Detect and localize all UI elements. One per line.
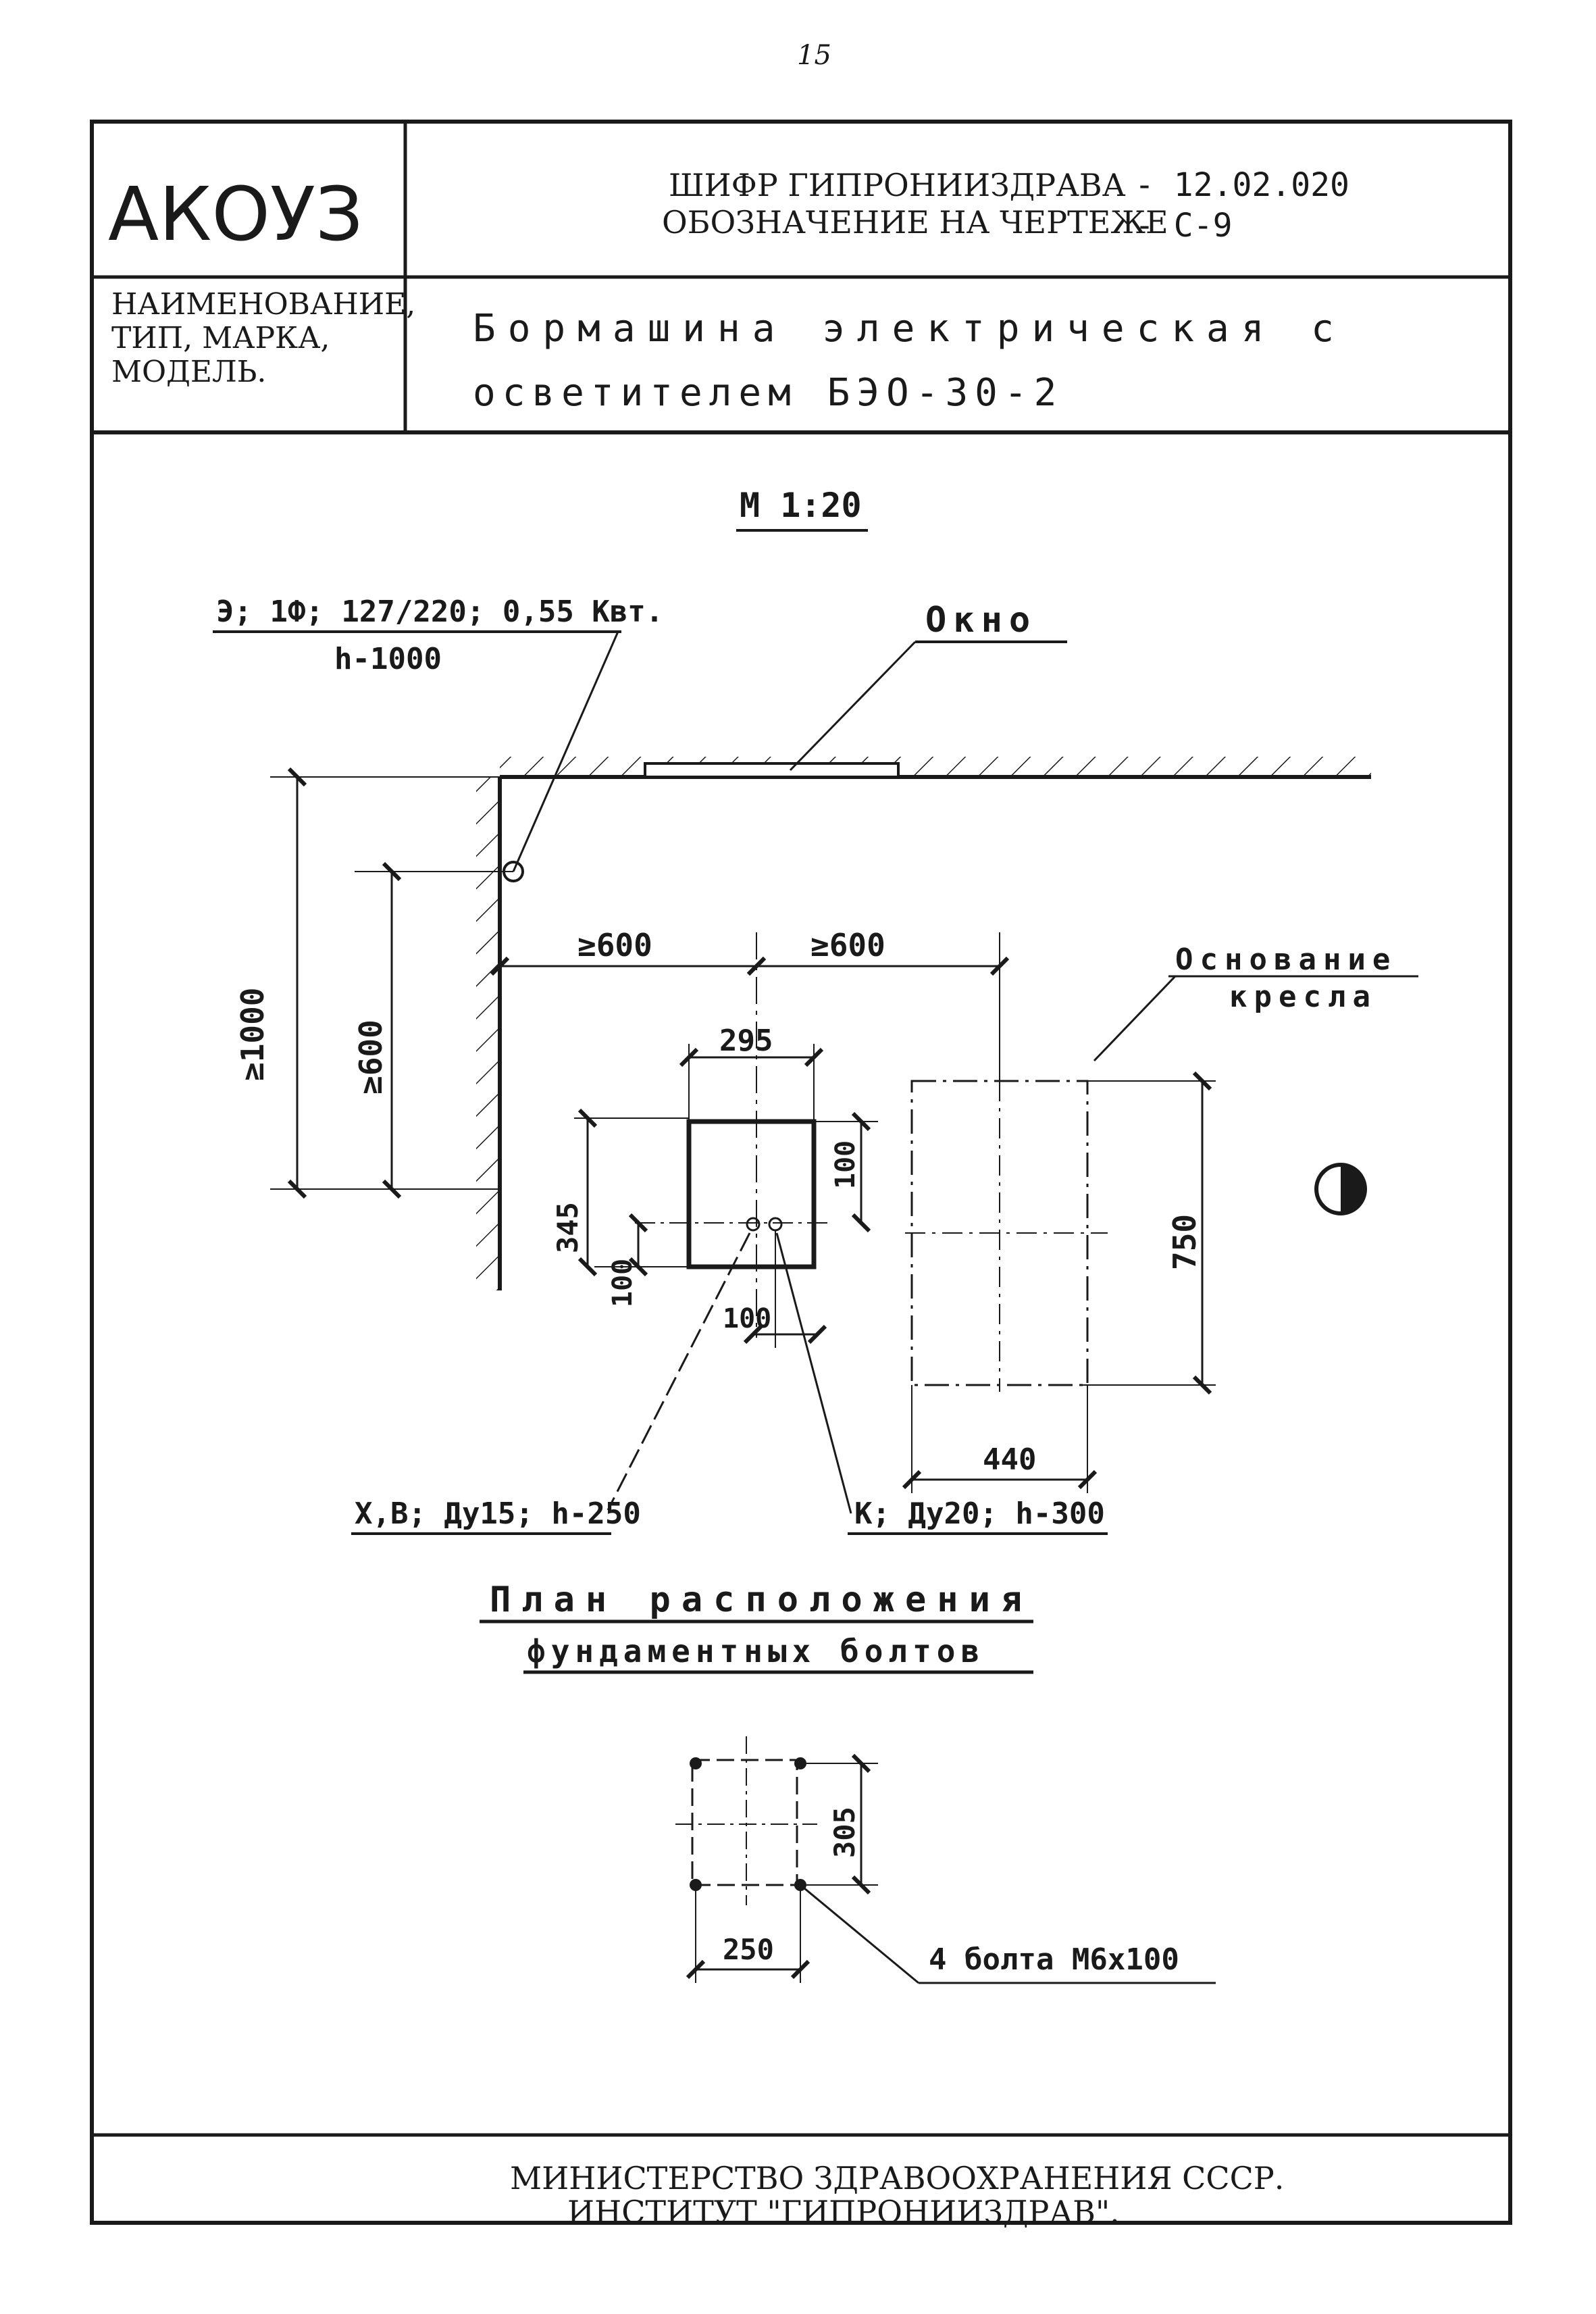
chair-base-label-line1: Основание (1175, 942, 1397, 977)
dim-offset-345: 345 (551, 1202, 584, 1253)
dim-chair-depth: 750 (1166, 1214, 1203, 1270)
dim-bolt-horizontal: 250 (723, 1933, 774, 1966)
dim-offset-100-right: 100 (830, 1140, 861, 1189)
sewer-outlet-point (768, 1217, 783, 1232)
dim-bolt-vertical: 305 (828, 1807, 861, 1858)
bolt-top-left (690, 1757, 702, 1769)
equipment-name-line2: осветителем БЭО-30-2 (473, 371, 1063, 415)
window (644, 762, 900, 778)
wall-left-hatch (476, 777, 500, 1290)
power-supply-label: Э; 1Ф; 127/220; 0,55 Квт. (216, 595, 663, 629)
bolt-plan-title-line2: фундаментных болтов (527, 1633, 985, 1669)
sewer-label: К; Ду20; h-300 (854, 1496, 1105, 1531)
dim-min-from-wall: ≥600 (577, 927, 652, 963)
orientation-symbol (1314, 1163, 1367, 1215)
equipment-name-line1: Бормашина электрическая с (473, 307, 1346, 351)
bolts-label: 4 болта М6х100 (929, 1942, 1179, 1977)
name-label-line2: ТИП, МАРКА, (111, 321, 330, 355)
window-label: Окно (925, 600, 1037, 640)
cipher-label: ШИФР ГИПРОНИИЗДРАВА (669, 167, 1126, 203)
drill-unit-footprint (686, 1119, 817, 1269)
name-label-line3: МОДЕЛЬ. (111, 355, 266, 389)
dim-offset-100-bottom: 100 (723, 1303, 771, 1334)
dim-offset-100-left: 100 (607, 1259, 638, 1307)
cipher-value: - 12.02.020 (1135, 166, 1349, 204)
water-supply-label: Х,В; Ду15; h-250 (355, 1496, 641, 1531)
power-height-label: h-1000 (334, 642, 442, 676)
footer-institute: ИНСТИТУТ "ГИПРОНИИЗДРАВ". (567, 2194, 1120, 2230)
dim-min-to-chair: ≥600 (810, 927, 885, 963)
dim-unit-width: 295 (719, 1024, 773, 1058)
dim-wall-height-1: ≥1000 (234, 988, 271, 1081)
water-inlet-point (746, 1217, 761, 1232)
bolt-plan-title-line1: План расположения (490, 1580, 1033, 1620)
dim-wall-height-2: ≥600 (353, 1020, 389, 1095)
name-label-line1: НАИМЕНОВАНИЕ, (111, 287, 415, 322)
wall-top-hatch (500, 757, 1371, 777)
designation-value: - С-9 (1135, 207, 1233, 245)
bolt-layout-plan (675, 1736, 817, 1905)
footer-ministry: МИНИСТЕРСТВО ЗДРАВООХРАНЕНИЯ СССР. (510, 2160, 1284, 2196)
chair-base-label-line2: кресла (1229, 980, 1377, 1014)
title-frame (90, 120, 1512, 2225)
dim-chair-width: 440 (983, 1442, 1036, 1477)
designation-label: ОБОЗНАЧЕНИЕ НА ЧЕРТЕЖЕ (662, 204, 1168, 241)
logo-akouz: АКОУЗ (108, 171, 363, 257)
page-number: 15 (797, 40, 831, 71)
scale-label: М 1:20 (740, 486, 862, 525)
